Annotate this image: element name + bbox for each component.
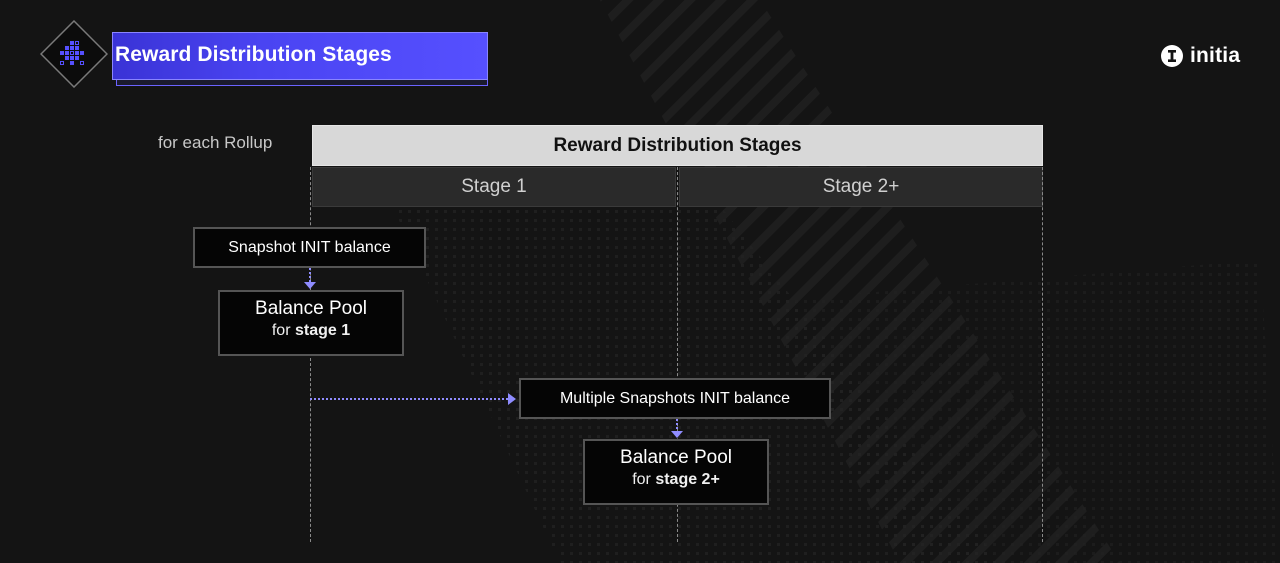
table-header: Reward Distribution Stages — [312, 125, 1043, 166]
pool-2-subtitle: for stage 2+ — [585, 469, 767, 491]
pool-2-stage: stage 2+ — [655, 471, 720, 488]
initia-logo-icon — [1161, 45, 1183, 67]
initia-logo: initia — [1160, 44, 1240, 68]
balance-pool-stage-1: Balance Pool for stage 1 — [218, 290, 404, 356]
pool-2-prefix: for — [632, 471, 651, 488]
logo-text: initia — [1190, 44, 1241, 67]
section-badge: Reward Distribution Stages — [40, 20, 488, 90]
stage-2-header: Stage 2+ — [679, 167, 1043, 207]
stage-2-left-guide — [677, 167, 678, 542]
stage-1-header: Stage 1 — [312, 167, 676, 207]
balance-pool-stage-2: Balance Pool for stage 2+ — [583, 439, 769, 505]
badge-bar — [112, 32, 488, 80]
snapshot-stage-1-box: Snapshot INIT balance — [193, 227, 426, 268]
pool-1-stage: stage 1 — [294, 322, 351, 339]
row-label: for each Rollup — [158, 133, 273, 152]
pool-1-title: Balance Pool — [255, 298, 367, 319]
pool-2-title: Balance Pool — [620, 447, 732, 468]
page-title: Reward Distribution Stages — [115, 43, 392, 66]
pool-1-prefix: for — [271, 322, 291, 339]
snapshot-stage-2-box: Multiple Snapshots INIT balance — [519, 378, 831, 419]
pool-1-subtitle: for stage 1 — [220, 320, 402, 342]
grid-diamond-icon — [40, 20, 108, 88]
stage-2-right-guide — [1042, 167, 1043, 542]
